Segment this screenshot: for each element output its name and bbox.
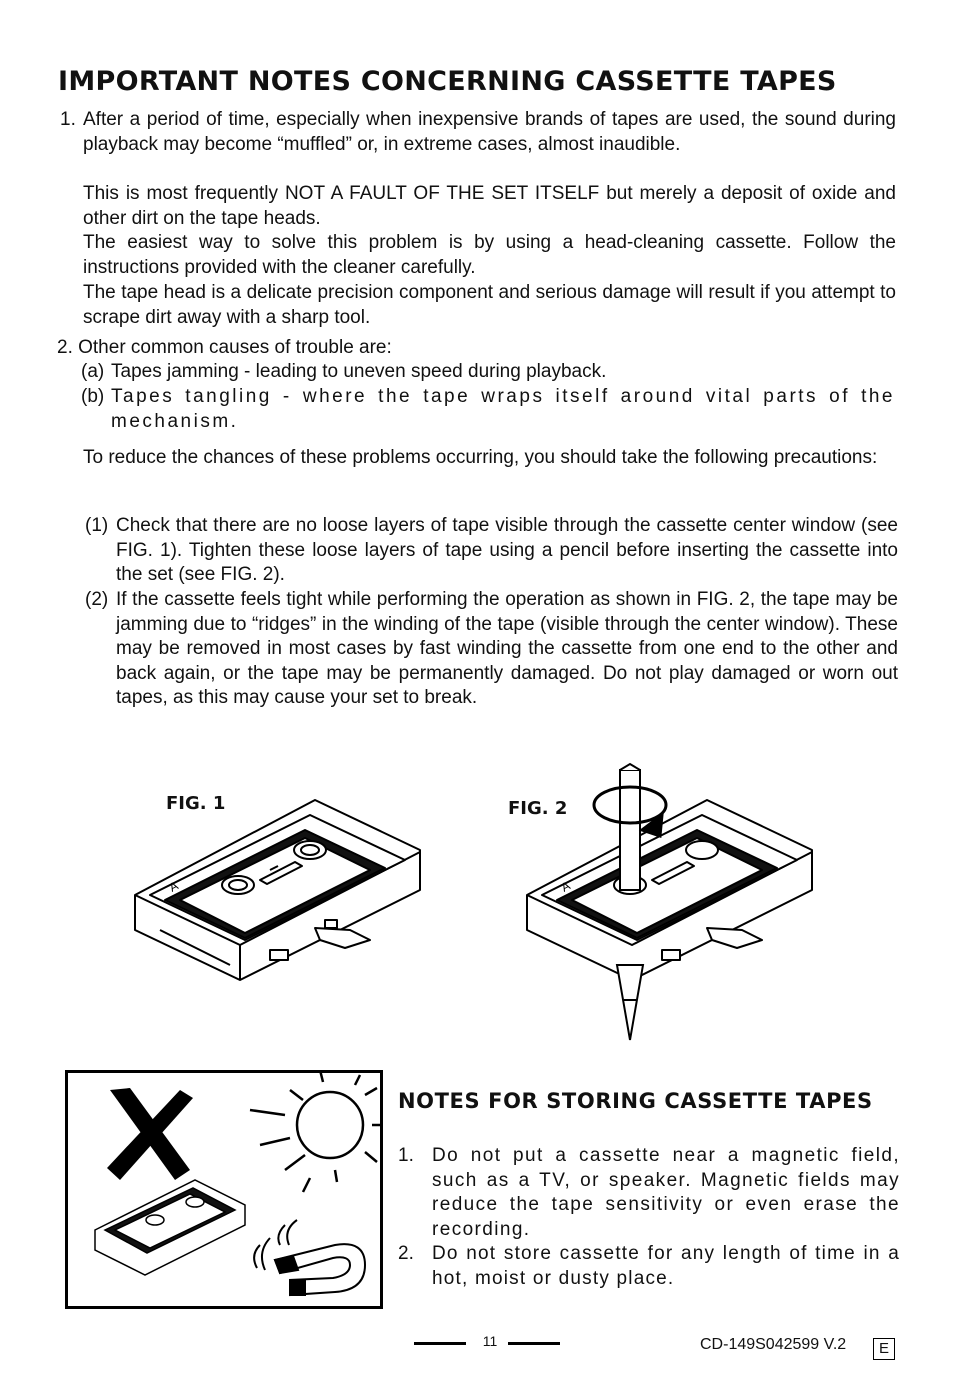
fig1-cassette-illustration: A [134,799,421,981]
footer-rule-right [508,1342,560,1345]
fig2-cassette-pencil-illustration: A [526,762,813,1041]
note1-para-1: After a period of time, especially when … [83,109,896,155]
precaution-2-label: (2) [85,589,109,610]
sun-icon [249,1070,383,1193]
cassette-icon [134,799,421,981]
note2-a-text: Tapes jamming - leading to uneven speed … [111,361,607,382]
cross-mark-icon [107,1088,193,1180]
storage-warning-illustration [65,1070,383,1309]
fig1-label: FIG. 1 [166,793,226,814]
precaution-1-text: Check that there are no loose layers of … [116,515,898,586]
note1-number: 1. [60,109,76,130]
language-badge: E [873,1338,895,1360]
document-code: CD-149S042599 V.2 [700,1336,847,1353]
precautions-intro: To reduce the chances of these problems … [83,447,878,468]
magnet-icon [253,1219,367,1297]
cassette-icon [526,799,813,981]
note2-a-label: (a) [81,361,105,382]
note1-para-4: The tape head is a delicate precision co… [83,282,896,328]
page-title: IMPORTANT NOTES CONCERNING CASSETTE TAPE… [58,66,837,97]
note1-para-3: The easiest way to solve this problem is… [83,232,896,278]
pencil-icon [615,762,645,1041]
cassette-icon [94,1179,246,1276]
precaution-1-label: (1) [85,515,109,536]
storing-item-2-text: Do not store cassette for any length of … [432,1243,900,1289]
storing-item-2-number: 2. [398,1243,414,1264]
rotation-arrow-icon [592,785,668,839]
note2-intro: 2. Other common causes of trouble are: [57,337,392,358]
storing-notes-title: NOTES FOR STORING CASSETTE TAPES [398,1089,873,1113]
storing-item-1-text: Do not put a cassette near a magnetic fi… [432,1145,900,1240]
fig2-label: FIG. 2 [508,798,568,819]
note2-b-text: Tapes tangling - where the tape wraps it… [111,386,895,432]
storing-item-1-number: 1. [398,1145,414,1166]
precaution-2-text: If the cassette feels tight while perfor… [116,589,898,709]
page-number: 11 [482,1333,498,1349]
footer-rule-left [414,1342,466,1345]
note2-b-label: (b) [81,386,105,407]
note1-para-2: This is most frequently NOT A FAULT OF T… [83,183,896,229]
